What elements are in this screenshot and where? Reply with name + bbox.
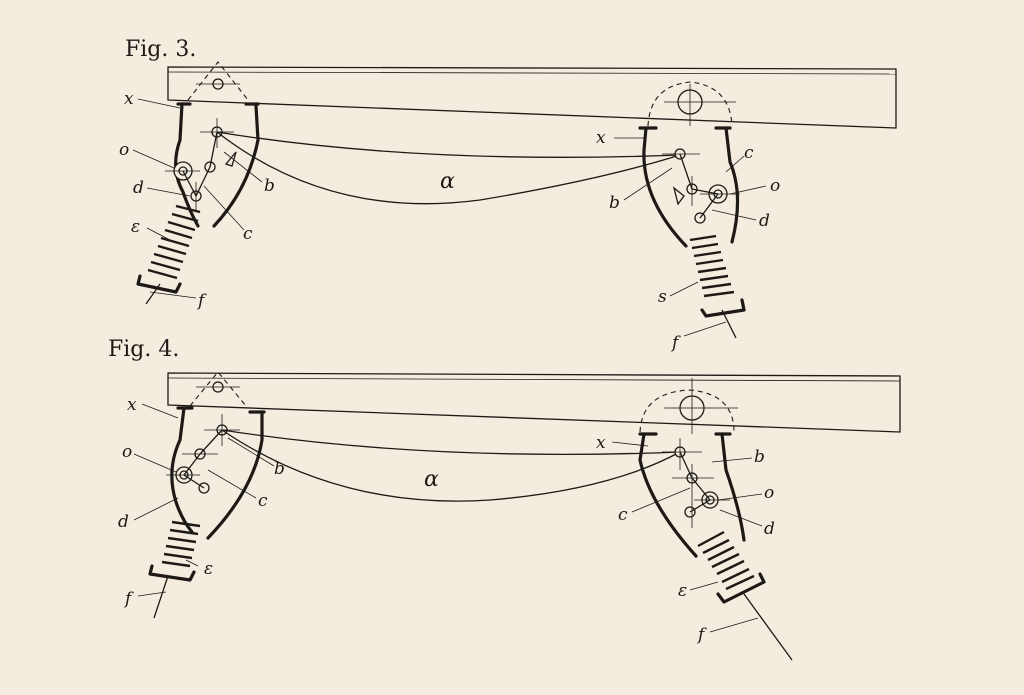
figure-3-label-d-right: d xyxy=(759,211,770,231)
figure-4: Fig. 4. xyxy=(108,337,901,661)
figure-4-label-e-right: ε xyxy=(678,581,687,601)
figure-4-label-d-left: d xyxy=(118,512,129,532)
figure-4-label-f-right: f xyxy=(696,625,707,645)
figure-3-beam xyxy=(167,66,897,129)
figure-3-label-c-right: c xyxy=(744,143,754,163)
figure-4-label-b-right: b xyxy=(754,447,765,467)
figure-3-label-f-left: f xyxy=(196,291,207,311)
figure-4-label-c-left: c xyxy=(258,491,268,511)
figure-3-left-spring xyxy=(136,204,201,305)
figure-4-label-x-right: x xyxy=(596,433,606,453)
figure-3-leader-lines xyxy=(132,98,767,337)
figure-4-label-x-left: x xyxy=(127,395,137,415)
figure-3-label-o-left: o xyxy=(119,140,129,160)
figure-3: Fig. 3. xyxy=(119,37,897,353)
figure-4-label-e-left: ε xyxy=(204,559,213,579)
figure-3-label-d-left: d xyxy=(133,178,144,198)
figure-4-right-mount xyxy=(638,378,746,558)
figure-4-label-f-left: f xyxy=(123,589,134,609)
figure-4-label-o-left: o xyxy=(122,442,132,462)
figure-3-label-s-right: s xyxy=(658,287,667,307)
figure-3-left-mount xyxy=(165,61,260,228)
figure-3-label-e-left: ε xyxy=(131,217,140,237)
figure-4-label-d-right: d xyxy=(764,519,775,539)
figure-3-label-x-left: x xyxy=(124,89,134,109)
figure-3-label-b-left: b xyxy=(264,176,275,196)
figure-4-right-spring xyxy=(697,530,793,661)
figure-4-label-c-right: c xyxy=(618,505,628,525)
figure-3-label-o-right: o xyxy=(770,176,780,196)
figure-3-label-c-left: c xyxy=(243,224,253,244)
figure-4-leader-lines xyxy=(133,403,763,633)
figure-4-left-spring xyxy=(148,520,201,619)
figure-3-cable xyxy=(216,131,681,205)
figure-4-label-o-right: o xyxy=(764,483,774,503)
figure-4-label-alpha: α xyxy=(424,467,439,492)
figure-4-left-mount xyxy=(166,371,266,540)
figure-4-label-b-left: b xyxy=(274,459,285,479)
figure-3-right-spring xyxy=(689,234,746,339)
figure-3-label-alpha: α xyxy=(440,169,455,194)
figure-3-label-x-right: x xyxy=(596,128,606,148)
figure-4-title: Fig. 4. xyxy=(108,337,179,362)
figure-3-right-mount xyxy=(638,81,740,248)
figure-4-cable xyxy=(221,429,681,502)
figure-4-beam xyxy=(167,372,901,433)
figure-3-label-f-right: f xyxy=(670,333,681,353)
figure-3-label-b-right: b xyxy=(609,193,620,213)
figure-3-title: Fig. 3. xyxy=(125,37,196,62)
